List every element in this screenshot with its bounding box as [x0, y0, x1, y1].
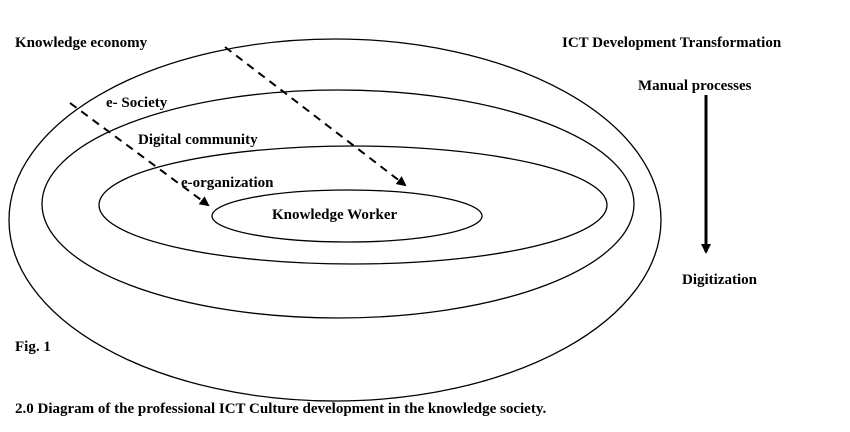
- e-society-ellipse: [41, 89, 635, 319]
- transformation-title: ICT Development Transformation: [562, 35, 782, 51]
- knowledge-worker-label: Knowledge Worker: [272, 207, 397, 223]
- digitization-label: Digitization: [682, 272, 758, 288]
- digital-community-ellipse: [98, 145, 608, 265]
- dashed-arrow-inner: [69, 102, 210, 207]
- figure-caption: 2.0 Diagram of the professional ICT Cult…: [15, 401, 546, 417]
- digital-community-label: Digital community: [138, 132, 258, 148]
- dashed-arrow-outer: [224, 46, 407, 187]
- knowledge-economy-label: Knowledge economy: [15, 35, 148, 51]
- manual-processes-label: Manual processes: [638, 78, 752, 94]
- e-organization-label: e-organization: [181, 175, 274, 191]
- knowledge-worker-ellipse: [211, 189, 483, 243]
- e-society-label: e- Society: [106, 95, 168, 111]
- knowledge-economy-ellipse: [8, 38, 662, 402]
- figure-label: Fig. 1: [15, 339, 51, 355]
